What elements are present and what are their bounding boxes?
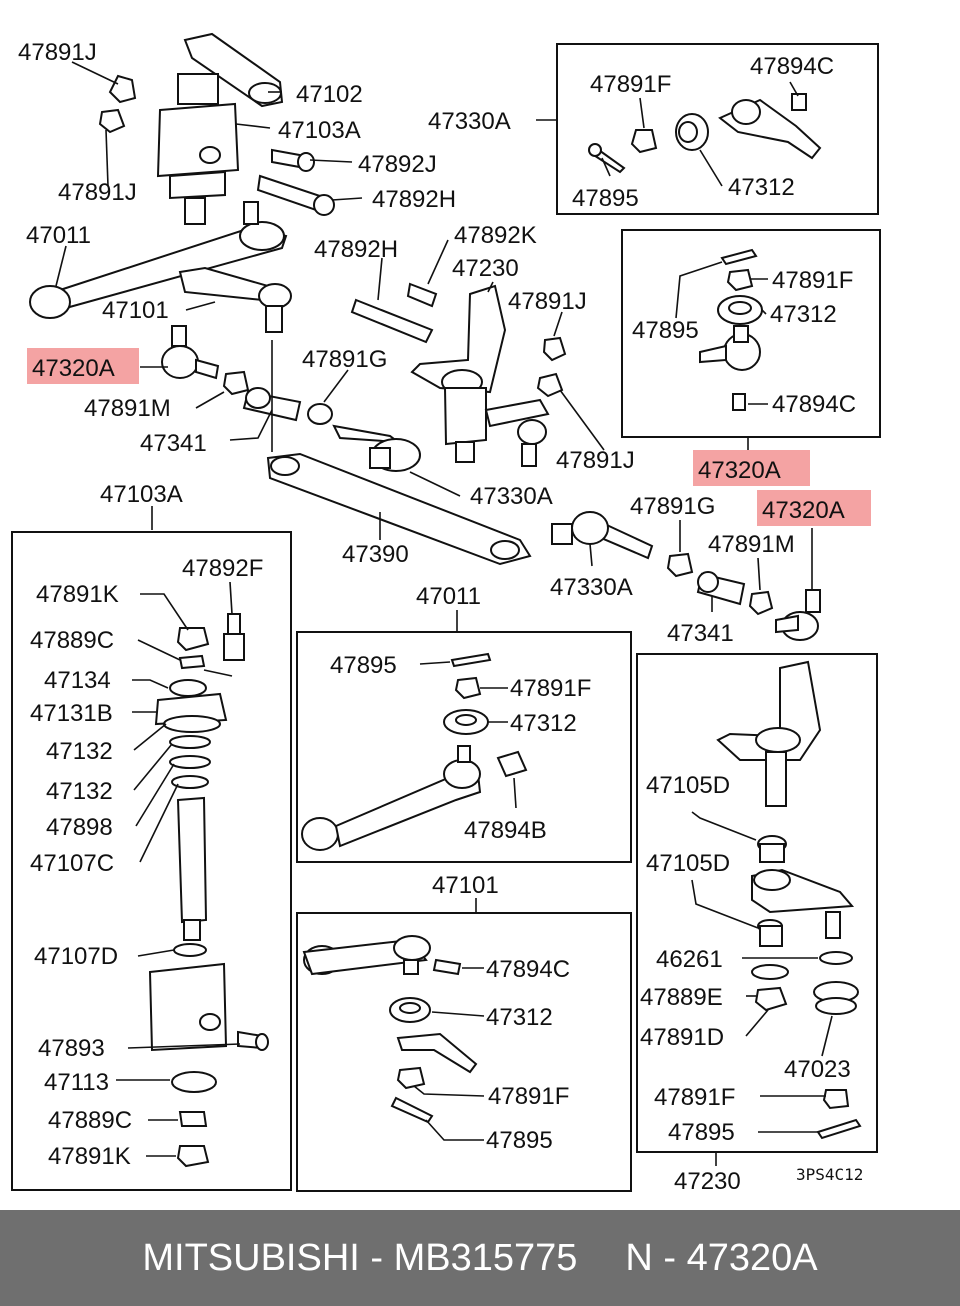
label-47895-inset4: 47895 (486, 1127, 553, 1154)
label-47892H-top: 47892H (372, 186, 456, 213)
label-47891F-inset1: 47891F (590, 71, 671, 98)
label-47330A-mid: 47330A (470, 483, 553, 510)
label-47105D-b: 47105D (646, 850, 730, 877)
parts-diagram: 47891J 47102 47103A 47892J 47891J 47892H… (11, 32, 881, 1195)
inset-47230-drawing (716, 660, 862, 1140)
main-assembly-drawing (29, 32, 821, 641)
label-47891M-left: 47891M (84, 395, 171, 422)
footer-diagram-number: N - 47320A (625, 1236, 818, 1279)
label-47895-inset1: 47895 (572, 185, 639, 212)
label-47892J: 47892J (358, 151, 437, 178)
label-47892K: 47892K (454, 222, 537, 249)
label-47341-right: 47341 (667, 620, 734, 647)
label-47330A-inset: 47330A (428, 108, 511, 135)
label-47891J-lower: 47891J (556, 447, 635, 474)
highlight-47320A-right (757, 490, 871, 526)
box-47230 (636, 653, 878, 1153)
inset-47330A-drawing (588, 93, 822, 174)
label-47891F-inset4: 47891F (488, 1083, 569, 1110)
label-47132-a: 47132 (46, 738, 113, 765)
label-47320A-right: 47320A (762, 497, 845, 524)
footer-brand-part: MITSUBISHI - MB315775 (142, 1236, 578, 1279)
highlight-47320A-left (27, 348, 139, 384)
label-47134: 47134 (44, 667, 111, 694)
label-47107D: 47107D (34, 943, 118, 970)
label-47230-top: 47230 (452, 255, 519, 282)
label-47894C-inset1: 47894C (750, 53, 834, 80)
diagram-code: 3PS4C12 (796, 1165, 863, 1184)
highlight-47320A-mid (693, 450, 810, 486)
label-47107C: 47107C (30, 850, 114, 877)
label-47320A-mid: 47320A (698, 457, 781, 484)
label-47230-box: 47230 (674, 1168, 741, 1195)
box-47320A (621, 229, 881, 438)
box-47330A (556, 43, 879, 215)
label-47891D: 47891D (640, 1024, 724, 1051)
label-47390: 47390 (342, 541, 409, 568)
label-47891G-left: 47891G (302, 346, 387, 373)
label-47889C-b: 47889C (48, 1107, 132, 1134)
label-47131B: 47131B (30, 700, 113, 727)
label-47011-box: 47011 (416, 583, 481, 610)
label-47101-top: 47101 (102, 297, 169, 324)
label-47895-inset5: 47895 (668, 1119, 735, 1146)
label-47895-inset2: 47895 (632, 317, 699, 344)
label-47891F-inset2: 47891F (772, 267, 853, 294)
part-labels: 47891J 47102 47103A 47892J 47891J 47892H… (18, 39, 863, 1195)
label-47113: 47113 (44, 1069, 109, 1096)
label-47312-inset3: 47312 (510, 710, 577, 737)
label-46261: 46261 (656, 946, 723, 973)
label-47895-inset3: 47895 (330, 652, 397, 679)
inset-47101-drawing (302, 935, 478, 1124)
label-47892F: 47892F (182, 555, 263, 582)
box-47103A (11, 531, 292, 1191)
label-47893: 47893 (38, 1035, 105, 1062)
label-47892H-mid: 47892H (314, 236, 398, 263)
label-47889C-a: 47889C (30, 627, 114, 654)
box-47101 (296, 912, 632, 1192)
label-47891J-left: 47891J (58, 179, 137, 206)
label-47023: 47023 (784, 1056, 851, 1083)
label-47330A-right: 47330A (550, 574, 633, 601)
inset-47320A-drawing (699, 248, 763, 411)
label-47312-inset4: 47312 (486, 1004, 553, 1031)
label-47312-inset1: 47312 (728, 174, 795, 201)
label-47894C-inset4: 47894C (486, 956, 570, 983)
label-47103A-box: 47103A (100, 481, 183, 508)
label-47891M-right: 47891M (708, 531, 795, 558)
label-47891J-top: 47891J (18, 39, 97, 66)
inset-47103A-drawing (148, 613, 269, 1168)
label-47894C-inset2: 47894C (772, 391, 856, 418)
label-47103A-top: 47103A (278, 117, 361, 144)
label-47132-b: 47132 (46, 778, 113, 805)
label-47891J-right: 47891J (508, 288, 587, 315)
box-47011 (296, 631, 632, 863)
label-47320A-left: 47320A (32, 355, 115, 382)
label-47312-inset2: 47312 (770, 301, 837, 328)
label-47898: 47898 (46, 814, 113, 841)
label-47101-box: 47101 (432, 872, 499, 899)
label-47891K-b: 47891K (48, 1143, 131, 1170)
label-47894B: 47894B (464, 817, 547, 844)
label-47341-left: 47341 (140, 430, 207, 457)
leader-lines (55, 61, 833, 1166)
label-47891K-a: 47891K (36, 581, 119, 608)
label-47011-top: 47011 (26, 222, 91, 249)
label-47891G-right: 47891G (630, 493, 715, 520)
label-47891F-inset3: 47891F (510, 675, 591, 702)
label-47889E: 47889E (640, 984, 723, 1011)
footer-bar: MITSUBISHI - MB315775 N - 47320A (0, 1210, 960, 1306)
label-47105D-a: 47105D (646, 772, 730, 799)
label-47891F-inset5: 47891F (654, 1084, 735, 1111)
inset-47011-drawing (301, 652, 528, 851)
label-47102: 47102 (296, 81, 363, 108)
